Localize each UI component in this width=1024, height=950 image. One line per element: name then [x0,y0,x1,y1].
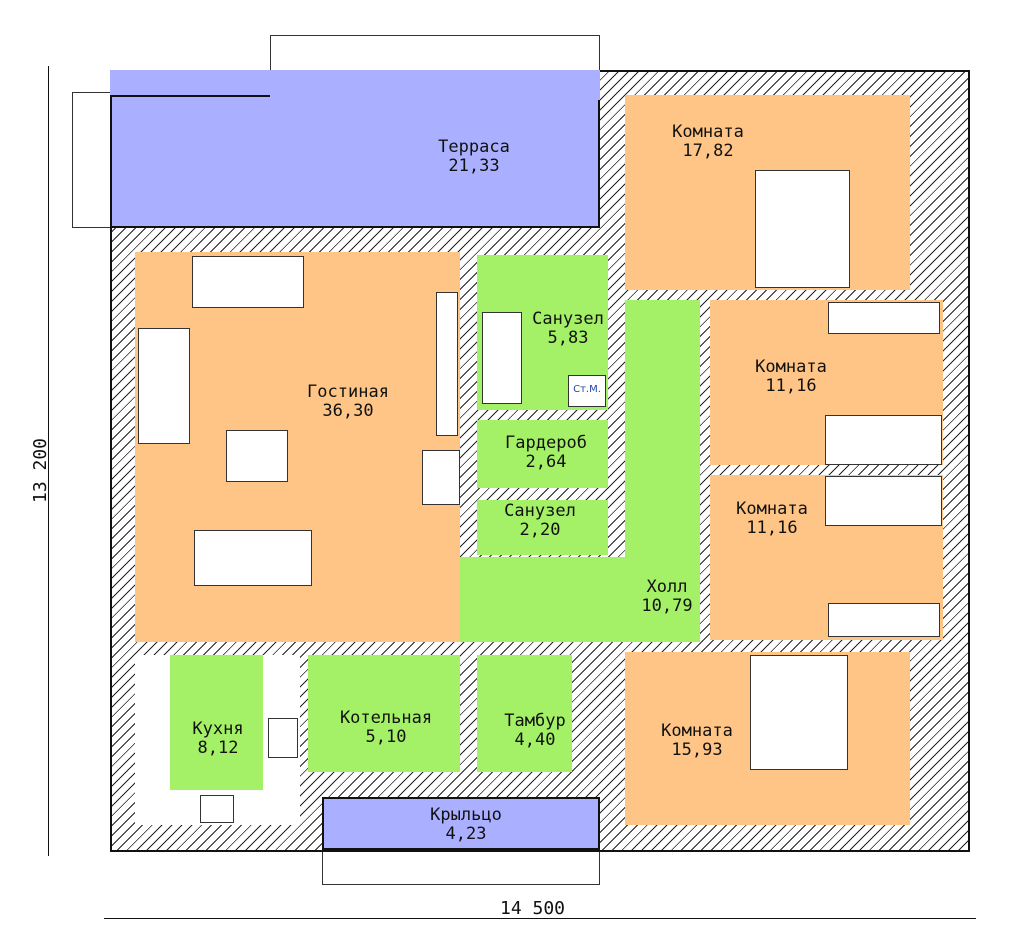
bed [750,655,848,770]
kitchen-floor [170,655,263,790]
dimension-height: 13 200 [30,437,52,504]
kitchen-sink [200,795,234,823]
room-vestibule[interactable] [477,655,572,772]
bed [825,476,942,526]
terrace-steps [270,35,600,72]
room-terrace[interactable] [110,95,600,228]
room-porch[interactable] [322,797,600,850]
dimension-line-horizontal [104,918,976,919]
terrace-side-steps [72,92,112,228]
sofa [192,256,304,308]
armchair [226,430,288,482]
room-bath2[interactable] [477,500,608,555]
dimension-line-vertical [48,66,49,856]
room-hall[interactable] [625,300,700,642]
washing-machine: Ст.М. [568,375,606,407]
room-wardrobe[interactable] [477,420,608,488]
sofa [138,328,190,444]
desk [828,302,940,334]
washing-machine-label: Ст.М. [573,384,601,395]
bed [825,415,942,465]
porch-steps [322,848,600,885]
terrace-edge [110,70,270,95]
tv-unit [436,292,458,436]
bed [755,170,850,288]
bathtub [482,312,522,404]
hall-corridor [460,557,630,642]
terrace-top [270,70,600,100]
stove [268,718,298,758]
desk [828,603,940,637]
fireplace [422,450,460,505]
dining-table [194,530,312,586]
room-boiler[interactable] [308,655,460,772]
dimension-width: 14 500 [500,898,566,919]
